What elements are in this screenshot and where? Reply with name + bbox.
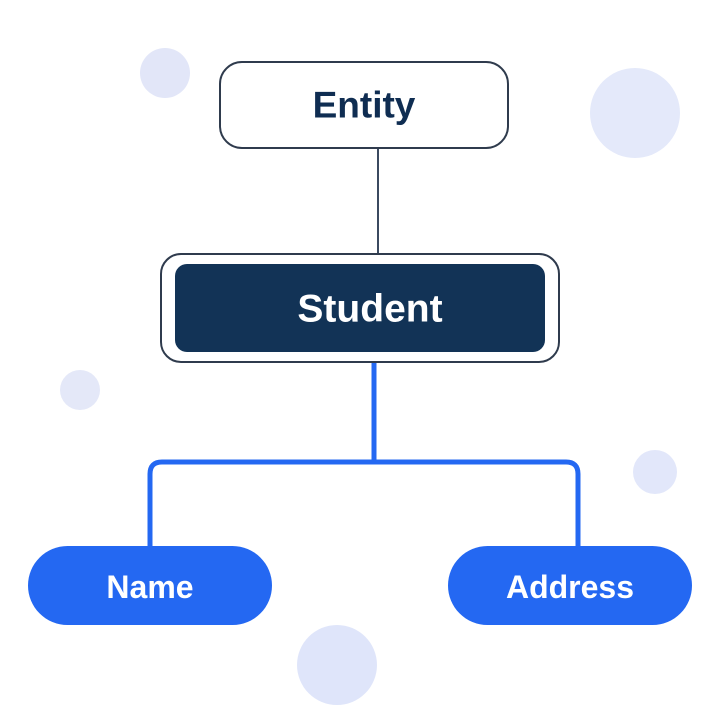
node-student[interactable]: Student <box>160 253 560 363</box>
connector-line-children-bus <box>147 459 581 562</box>
node-entity[interactable]: Entity <box>219 61 509 149</box>
blob-mid-left-circle <box>60 370 100 410</box>
blob-top-right-circle <box>590 68 680 158</box>
entity-box[interactable] <box>219 61 509 149</box>
blob-bottom-center-circle <box>297 625 377 705</box>
node-name[interactable]: Name <box>28 546 272 625</box>
decorative-blobs <box>60 48 680 705</box>
node-address[interactable]: Address <box>448 546 692 625</box>
blob-mid-right-circle <box>633 450 677 494</box>
student-box[interactable] <box>175 264 545 352</box>
blob-top-left-circle <box>140 48 190 98</box>
name-pill[interactable] <box>28 546 272 625</box>
edge-student-to-children <box>147 362 581 562</box>
address-pill[interactable] <box>448 546 692 625</box>
